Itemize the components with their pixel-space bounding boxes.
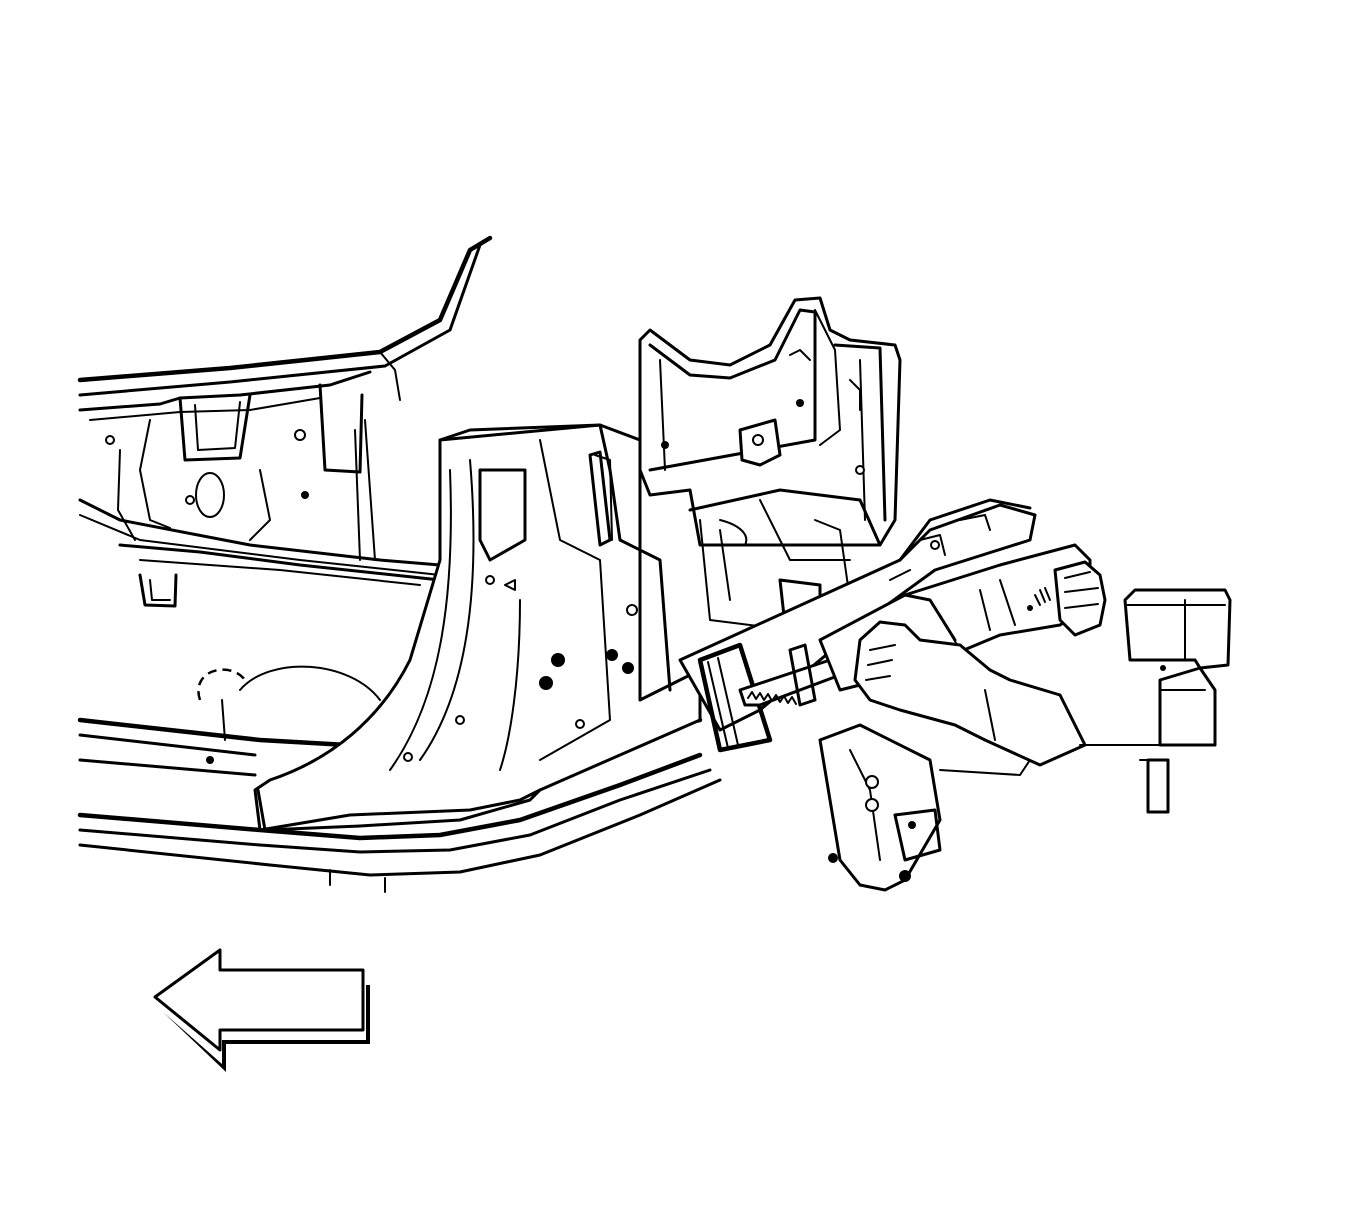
removed-rail-section <box>1123 588 1232 814</box>
reciprocating-saw-icon <box>738 543 1201 767</box>
b-pillar <box>253 423 702 832</box>
upper-closure-panel <box>638 296 902 631</box>
rear-floor-structure <box>77 235 493 608</box>
left-arrow-icon <box>153 948 370 1072</box>
frame-rail <box>678 498 1037 892</box>
